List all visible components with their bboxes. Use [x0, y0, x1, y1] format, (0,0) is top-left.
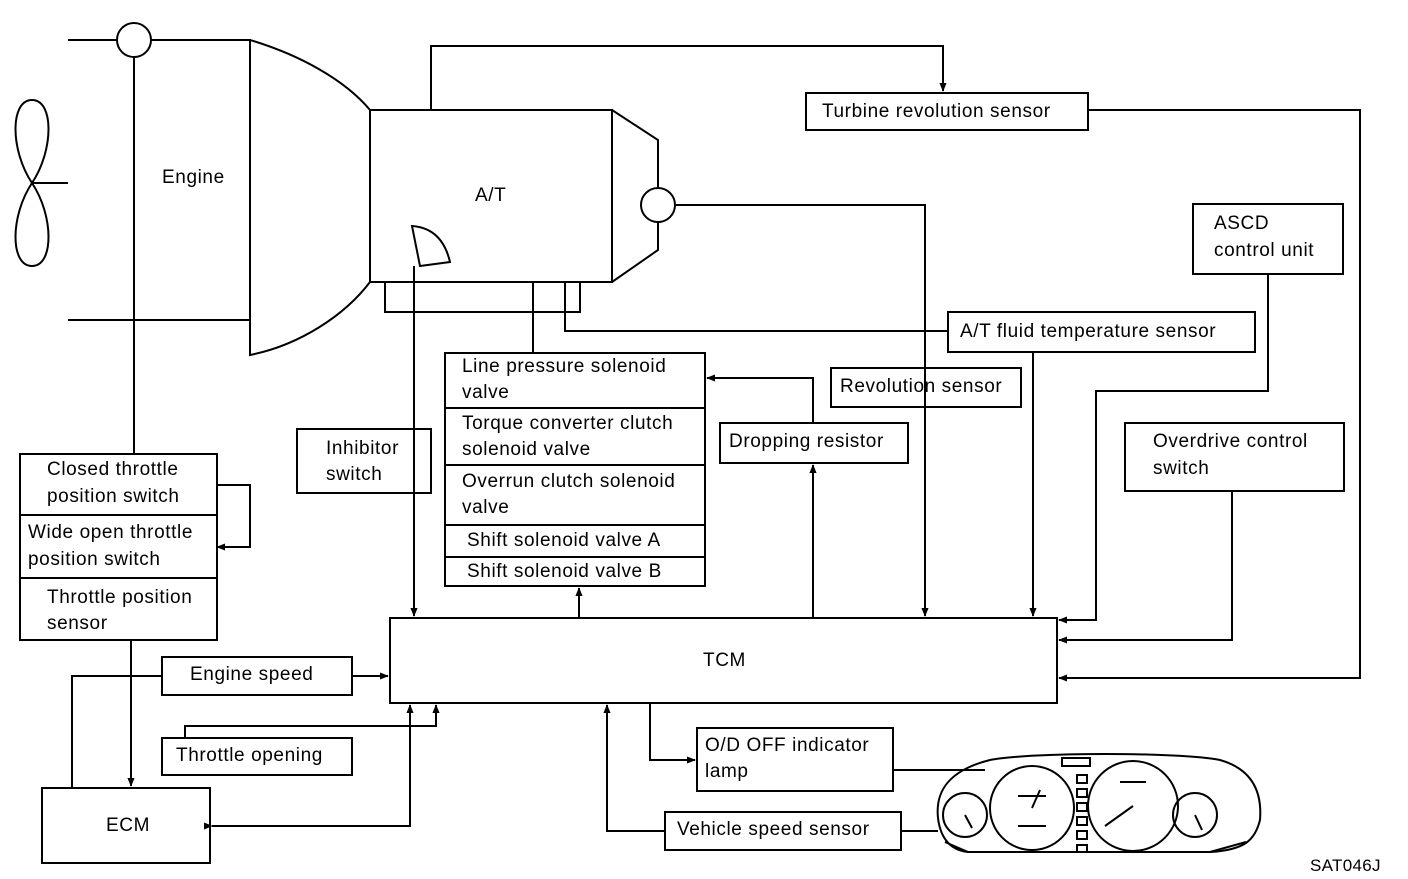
tps-label-line1: Throttle position: [47, 587, 193, 608]
solenoid-shift-a: Shift solenoid valve A: [467, 530, 661, 551]
figure-id: SAT046J: [1310, 856, 1381, 875]
solenoid-shift-b: Shift solenoid valve B: [467, 561, 662, 582]
wire-turbine-to-tcm: [1058, 109, 1361, 682]
wire-throttle-opening-left: [184, 704, 440, 738]
inhibitor-sector-icon: [410, 224, 452, 268]
od-off-lamp-box: [696, 727, 894, 792]
revolution-sensor-label: Revolution sensor: [840, 376, 1003, 397]
wire-at-to-fluid-temp: [564, 282, 948, 332]
tcm-box: [389, 617, 1058, 704]
wire-tcm-to-od-lamp: [649, 703, 696, 764]
od-off-label-line1: O/D OFF indicator: [705, 735, 870, 756]
od-off-label-line2: lamp: [705, 761, 749, 782]
wire-ascd-to-tcm: [1058, 274, 1269, 624]
wire-vss-to-tcm: [603, 704, 665, 832]
closed-throttle-label-line1: Closed throttle: [47, 459, 179, 480]
solenoid-stack-box: [444, 352, 706, 587]
engine-speed-label: Engine speed: [190, 664, 314, 685]
overdrive-switch-box: [1124, 422, 1345, 492]
ascd-label-line2: control unit: [1214, 240, 1315, 261]
inhibitor-switch-box: [296, 428, 432, 494]
wire-ecm-tcm-bidirectional: [203, 704, 414, 830]
ecm-label: ECM: [106, 815, 151, 836]
solenoid-torque-converter-line1: Torque converter clutch: [462, 413, 674, 434]
throttle-opening-label: Throttle opening: [176, 745, 323, 766]
solenoid-line-pressure-line1: Line pressure solenoid: [462, 356, 667, 377]
solenoid-overrun-line1: Overrun clutch solenoid: [462, 471, 676, 492]
engine-block: [68, 39, 371, 357]
cooling-fan-icon: [14, 98, 68, 268]
wire-revolution-to-tcm: [675, 204, 929, 617]
turbine-sensor-box: [805, 92, 1089, 131]
inhibitor-label-line1: Inhibitor: [326, 438, 399, 459]
tps-label-line2: sensor: [47, 613, 108, 634]
dropping-resistor-label: Dropping resistor: [729, 431, 884, 452]
wide-open-label-line2: position switch: [28, 549, 161, 570]
turbine-sensor-label: Turbine revolution sensor: [822, 101, 1051, 122]
engine-label: Engine: [162, 167, 225, 188]
ascd-label-line1: ASCD: [1214, 213, 1270, 234]
at-housing: [369, 109, 659, 283]
wire-overdrive-to-tcm: [1058, 491, 1233, 644]
wire-engine-speed-ecm: [71, 675, 162, 788]
vehicle-speed-sensor-label: Vehicle speed sensor: [677, 819, 870, 840]
wire-at-to-solenoids-a: [384, 282, 581, 313]
overdrive-label-line1: Overdrive control: [1153, 431, 1308, 452]
solenoid-torque-converter-line2: solenoid valve: [462, 439, 591, 460]
closed-throttle-label-line2: position switch: [47, 486, 180, 507]
solenoid-line-pressure-line2: valve: [462, 382, 510, 403]
wide-open-label-line1: Wide open throttle: [28, 522, 193, 543]
solenoid-overrun-line2: valve: [462, 497, 510, 518]
engine-pulley-icon: [116, 22, 152, 58]
wire-resistor-to-line-pressure: [706, 374, 814, 423]
fluid-temp-sensor-label: A/T fluid temperature sensor: [960, 321, 1217, 342]
inhibitor-label-line2: switch: [326, 464, 383, 485]
instrument-cluster-icon: [936, 753, 1262, 853]
output-shaft-sensor-icon: [640, 187, 676, 223]
overdrive-label-line2: switch: [1153, 458, 1210, 479]
tcm-label: TCM: [703, 650, 746, 671]
wire-throttle-switches-to-tcm: [216, 484, 251, 551]
at-label: A/T: [475, 185, 507, 206]
wire-at-to-turbine: [430, 45, 947, 110]
